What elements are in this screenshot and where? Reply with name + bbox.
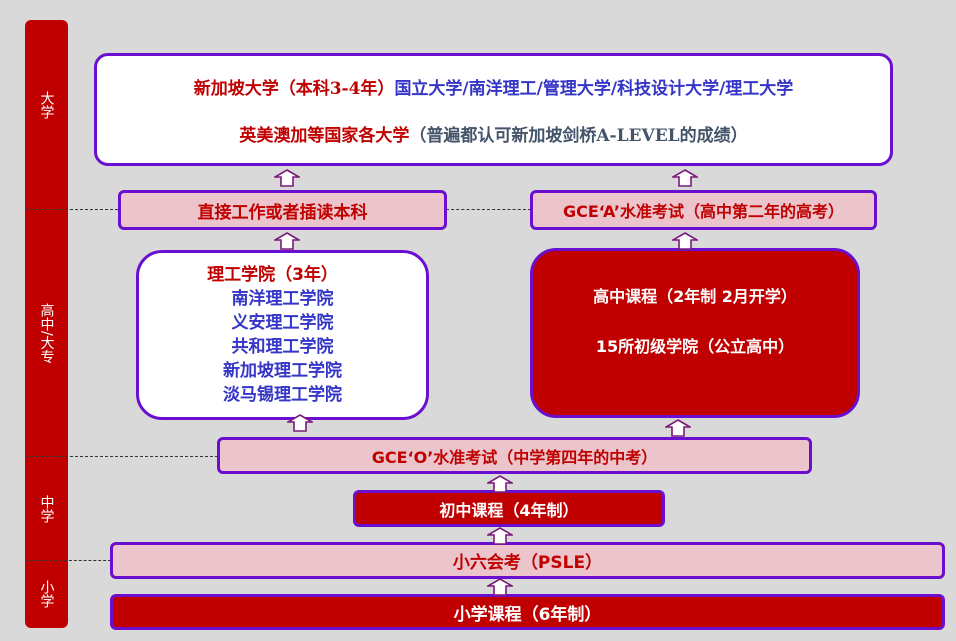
gce-o-level-box: GCE‘O’水准考试（中学第四年的中考）: [217, 437, 812, 474]
stage-high-school-college: 高中/大专: [38, 303, 55, 364]
polytechnic-item: 淡马锡理工学院: [223, 385, 342, 405]
up-arrow-icon: [485, 578, 515, 596]
gce-a-level-box: GCE‘A’水准考试（高中第二年的高考）: [530, 190, 877, 230]
up-arrow-icon: [485, 527, 515, 545]
polytechnic-item: 义安理工学院: [231, 313, 334, 333]
stage-sidebar: 大学 高中/大专 中学 小学: [25, 20, 68, 628]
university-line2: 英美澳加等国家各大学（普遍都认可新加坡剑桥A-LEVEL的成绩）: [239, 121, 747, 146]
stage-primary: 小学: [38, 580, 55, 608]
junior-college-box: 高中课程（2年制 2月开学） 15所初级学院（公立高中）: [530, 248, 860, 418]
university-list: 国立大学/南洋理工/管理大学/科技设计大学/理工大学: [394, 78, 794, 99]
stage-university: 大学: [38, 91, 55, 119]
polytechnic-box: 理工学院（3年） 南洋理工学院 义安理工学院 共和理工学院 新加坡理工学院 淡马…: [136, 250, 429, 420]
up-arrow-icon: [485, 475, 515, 493]
university-box: 新加坡大学（本科3-4年）国立大学/南洋理工/管理大学/科技设计大学/理工大学 …: [94, 53, 893, 166]
stage-secondary: 中学: [38, 494, 55, 523]
polytechnic-item: 新加坡理工学院: [223, 361, 342, 381]
up-arrow-icon: [670, 169, 700, 187]
up-arrow-icon: [663, 419, 693, 437]
polytechnic-item: 共和理工学院: [231, 337, 334, 357]
work-or-transfer-box: 直接工作或者插读本科: [118, 190, 447, 230]
singapore-universities: 新加坡大学（本科3-4年）: [193, 78, 395, 99]
polytechnic-title: 理工学院（3年）: [207, 265, 338, 285]
secondary-course-box: 初中课程（4年制）: [353, 490, 665, 527]
a-level-recognition: （普遍都认可新加坡剑桥A-LEVEL的成绩）: [409, 125, 748, 146]
junior-college-course: 高中课程（2年制 2月开学）: [593, 287, 797, 306]
university-line1: 新加坡大学（本科3-4年）国立大学/南洋理工/管理大学/科技设计大学/理工大学: [194, 74, 794, 99]
overseas-universities: 英美澳加等国家各大学: [239, 125, 410, 146]
polytechnic-item: 南洋理工学院: [231, 289, 334, 309]
junior-college-count: 15所初级学院（公立高中）: [595, 337, 795, 356]
divider-line: [25, 456, 218, 457]
up-arrow-icon: [285, 414, 315, 432]
up-arrow-icon: [272, 232, 302, 250]
divider-line: [25, 560, 111, 561]
divider-line: [25, 209, 118, 210]
up-arrow-icon: [670, 232, 700, 250]
psle-box: 小六会考（PSLE）: [110, 542, 945, 579]
divider-line: [446, 209, 531, 210]
up-arrow-icon: [272, 169, 302, 187]
primary-course-box: 小学课程（6年制）: [110, 594, 945, 630]
